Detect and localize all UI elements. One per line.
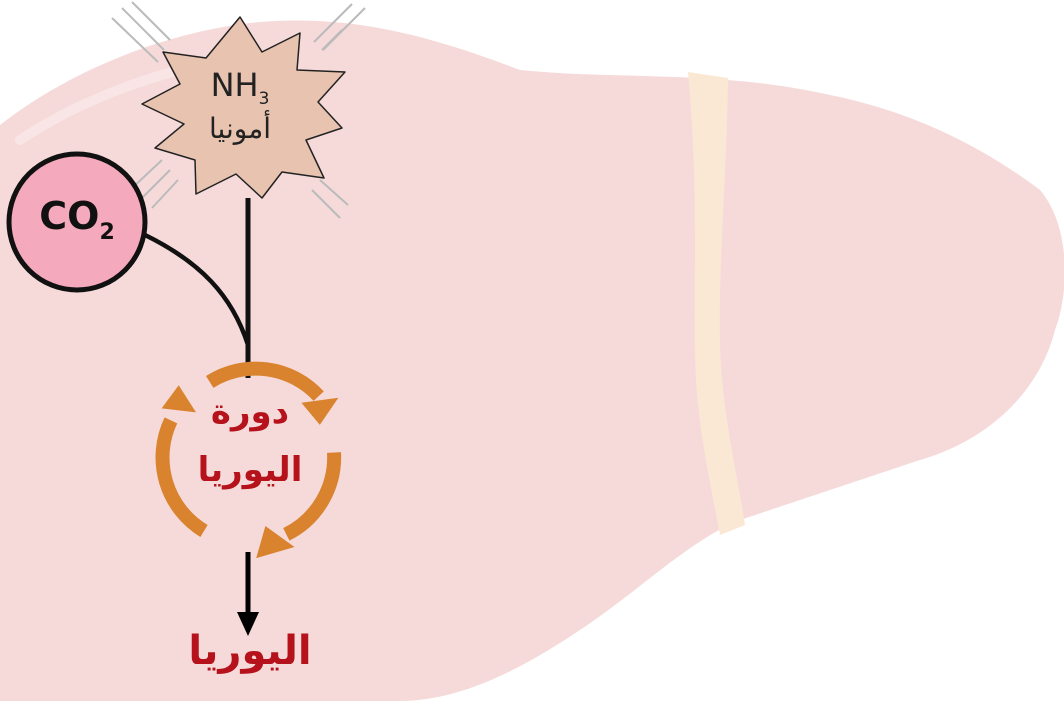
ammonia-name: أمونيا — [170, 112, 310, 145]
ammonia-formula-subscript: 3 — [259, 89, 270, 109]
ammonia-formula-main: NH — [211, 66, 259, 104]
co2-formula: CO2 — [12, 194, 142, 245]
urea-cycle-label-line1: دورة — [170, 392, 330, 432]
ammonia-formula: NH3 — [170, 66, 310, 109]
urea-product-label: اليوريا — [160, 628, 340, 674]
liver-shape — [0, 21, 1064, 701]
urea-cycle-label-line2: اليوريا — [170, 450, 330, 490]
co2-formula-subscript: 2 — [99, 220, 114, 245]
co2-formula-main: CO — [39, 194, 99, 238]
